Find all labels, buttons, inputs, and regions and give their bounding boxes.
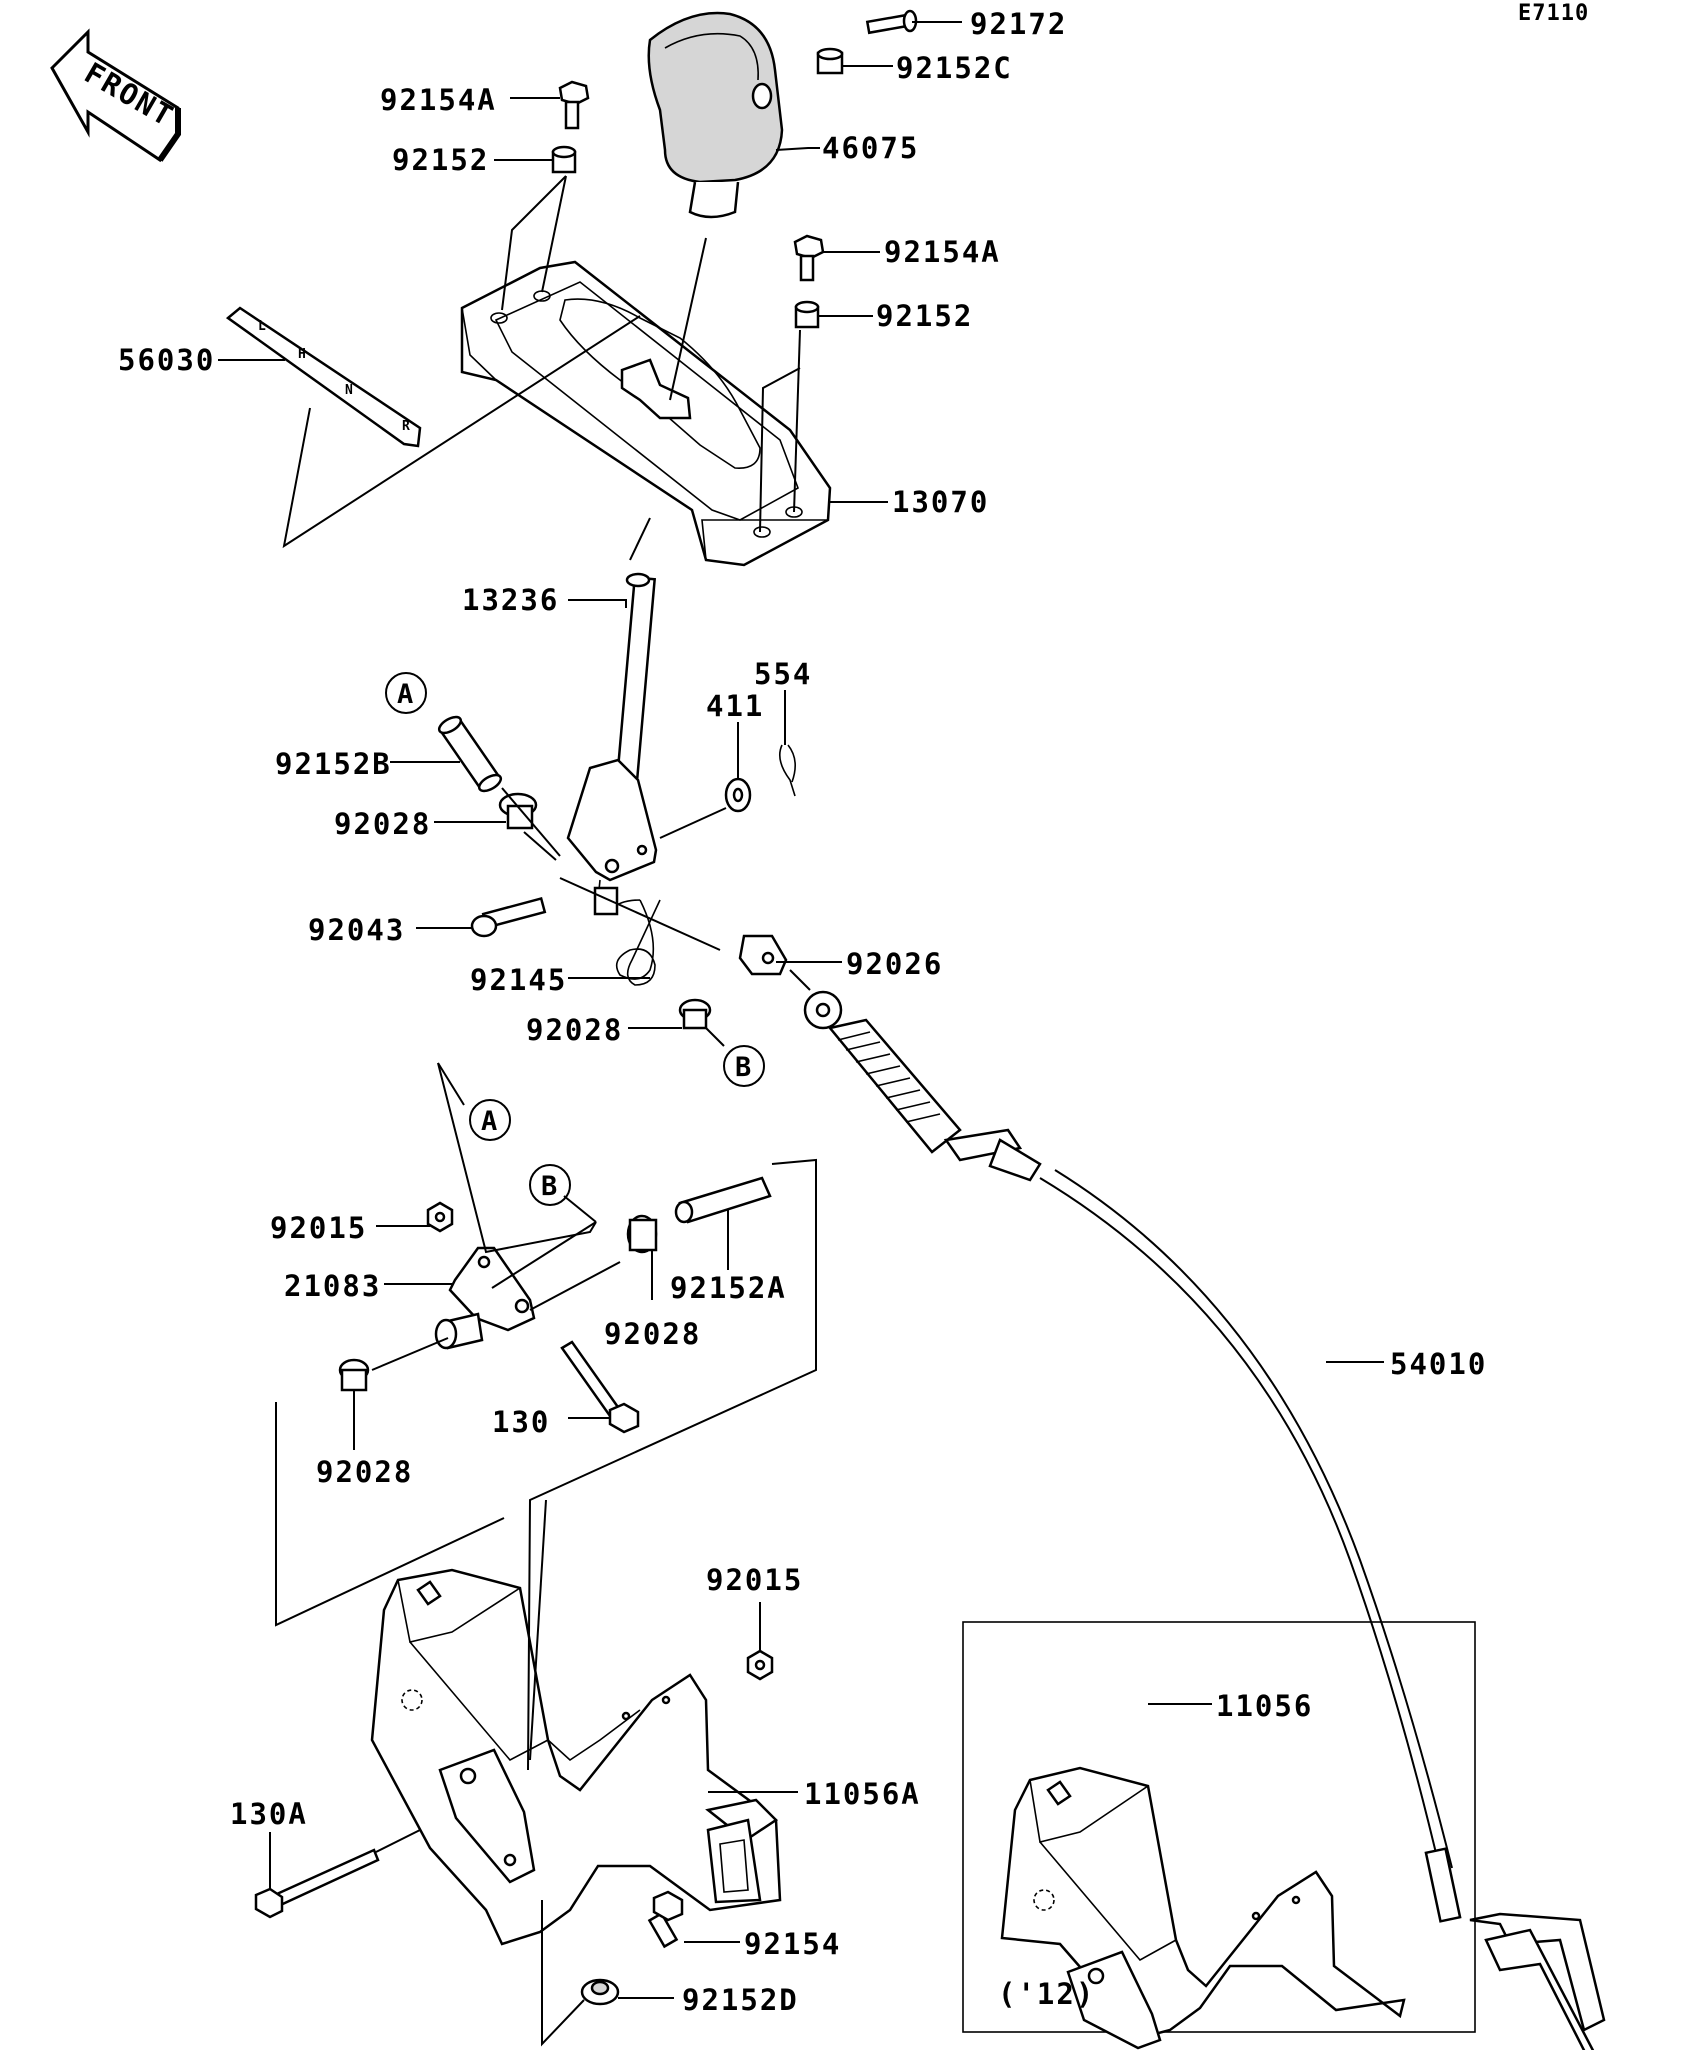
label-nut-bracket: 92015 (706, 1563, 803, 1597)
reference-marker-a-upper: A (385, 672, 427, 714)
bolt-right (793, 234, 825, 282)
leader-lines (218, 21, 1384, 2047)
reference-marker-b-lower: B (529, 1164, 571, 1206)
label-bushing-lower: 92028 (526, 1013, 623, 1047)
gate-mark-h: H (298, 347, 306, 362)
nut-bracket (746, 1649, 774, 1681)
bushing-bottom (338, 1358, 370, 1392)
bolt-left (558, 80, 590, 130)
nut-upper (426, 1201, 454, 1233)
marker-a-lower-text: A (481, 1106, 497, 1137)
collar-right (794, 300, 820, 329)
label-bolt-130a: 130A (230, 1797, 308, 1831)
label-indicator-plate: 56030 (118, 343, 215, 377)
bushing-lower (678, 998, 712, 1030)
gate-mark-l: L (258, 319, 266, 334)
label-knob-screw: 92172 (970, 7, 1067, 41)
label-collar-b: 92152B (275, 747, 392, 781)
label-washer: 411 (706, 689, 764, 723)
shift-lever (566, 572, 658, 882)
label-bolt-bottom: 92154 (744, 1927, 841, 1961)
marker-b-upper-text: B (735, 1052, 751, 1083)
label-collar-d: 92152D (682, 1983, 799, 2017)
label-collar-a: 92152A (670, 1271, 787, 1305)
guide-cover (460, 260, 832, 567)
label-bolt-130: 130 (492, 1405, 550, 1439)
shift-knob (647, 11, 784, 219)
knob-screw (865, 9, 918, 35)
lever-arm (434, 1246, 536, 1350)
label-bushing-mid: 92028 (604, 1317, 701, 1351)
bolt-bottom (647, 1890, 684, 1949)
label-joint: 92026 (846, 947, 943, 981)
label-pin: 92043 (308, 913, 405, 947)
marker-a-upper-text: A (397, 679, 413, 710)
front-arrow-icon: FRONT (50, 28, 181, 163)
bolt-130a (254, 1848, 380, 1919)
label-nut-upper: 92015 (270, 1211, 367, 1245)
label-collar-left: 92152 (392, 143, 489, 177)
label-bolt-right: 92154A (884, 235, 1001, 269)
marker-b-lower-text: B (541, 1171, 557, 1202)
bushing-mid (626, 1214, 658, 1254)
label-bracket-variant: 11056 (1216, 1689, 1313, 1723)
variant-box (962, 1621, 1476, 2050)
label-cotter-pin: 554 (754, 657, 812, 691)
label-bracket: 11056A (804, 1777, 921, 1811)
cotter-pin (779, 744, 796, 797)
label-spring: 92145 (470, 963, 567, 997)
reference-marker-a-lower: A (469, 1099, 511, 1141)
collar-left (551, 145, 577, 174)
label-bushing-bottom: 92028 (316, 1455, 413, 1489)
knob-collar (816, 47, 844, 75)
label-knob-collar: 92152C (896, 51, 1013, 85)
joint (738, 934, 788, 976)
spring (593, 879, 661, 986)
bolt-130 (560, 1340, 640, 1434)
label-guide-cover: 13070 (892, 485, 989, 519)
pin (470, 896, 547, 938)
cable (803, 990, 1606, 2050)
label-shift-lever: 13236 (462, 583, 559, 617)
label-bolt-left: 92154A (380, 83, 497, 117)
bracket (370, 1568, 782, 1946)
gate-mark-r: R (402, 419, 410, 434)
washer (724, 777, 752, 813)
collar-a (674, 1176, 772, 1224)
label-lever-arm: 21083 (284, 1269, 381, 1303)
variant-label: ('12) (998, 1977, 1095, 2011)
reference-marker-b-upper: B (723, 1045, 765, 1087)
label-bushing-upper: 92028 (334, 807, 431, 841)
indicator-plate: L H N R (225, 306, 422, 448)
label-collar-right: 92152 (876, 299, 973, 333)
label-cable: 54010 (1390, 1347, 1487, 1381)
gate-mark-n: N (345, 383, 353, 398)
part-labels: 92172 92152C 46075 92154A 92152 92154A 9… (118, 7, 1487, 2017)
label-knob: 46075 (822, 131, 919, 165)
diagram-code: E7110 (1518, 1, 1589, 26)
bushing-upper (498, 792, 538, 830)
collar-b (437, 715, 503, 793)
collar-d (580, 1978, 620, 2006)
